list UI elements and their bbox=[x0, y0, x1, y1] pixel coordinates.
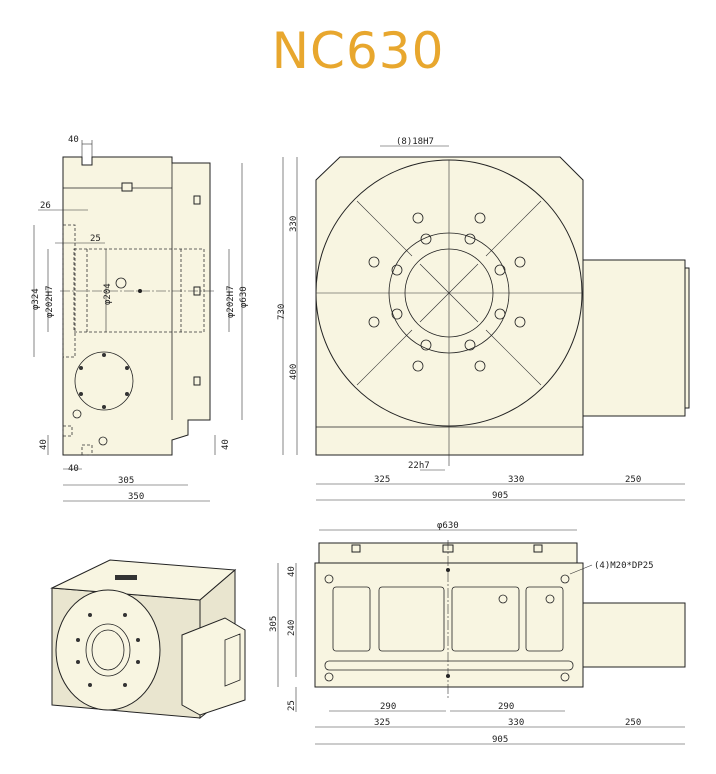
dim-350: 350 bbox=[128, 492, 144, 502]
isometric-view bbox=[50, 559, 246, 720]
bolt-callout: (4)M20*DP25 bbox=[594, 561, 654, 571]
dim-305: 305 bbox=[118, 476, 134, 486]
dim-905-b: 905 bbox=[492, 735, 508, 745]
dim-250: 250 bbox=[625, 475, 641, 485]
dim-325: 325 bbox=[374, 475, 390, 485]
dim-40-br: 40 bbox=[221, 439, 231, 450]
dim-top-40: 40 bbox=[68, 135, 79, 145]
dim-400: 400 bbox=[289, 364, 299, 380]
dim-325-b: 325 bbox=[374, 718, 390, 728]
dim-630: φ630 bbox=[239, 286, 249, 308]
dim-250-b: 250 bbox=[625, 718, 641, 728]
dim-330: 330 bbox=[508, 475, 524, 485]
dim-40-bottom: 40 bbox=[68, 464, 79, 474]
dim-202-left: φ202H7 bbox=[45, 285, 55, 318]
dim-25: 25 bbox=[90, 234, 101, 244]
dim-305-b: 305 bbox=[269, 616, 279, 632]
dim-330-v: 330 bbox=[289, 216, 299, 232]
dim-25-b: 25 bbox=[287, 700, 297, 711]
dim-40-bl: 40 bbox=[39, 439, 49, 450]
dim-202-right: φ202H7 bbox=[226, 285, 236, 318]
dim-905: 905 bbox=[492, 491, 508, 501]
dim-40-b: 40 bbox=[287, 566, 297, 577]
dim-290-left: 290 bbox=[380, 702, 396, 712]
dim-330-b: 330 bbox=[508, 718, 524, 728]
dim-26: 26 bbox=[40, 201, 51, 211]
dim-290-right: 290 bbox=[498, 702, 514, 712]
dim-slot: (8)18H7 bbox=[396, 137, 434, 147]
bottom-view: φ630 (4)M20*DP25 40 305 240 25 290 290 3… bbox=[269, 521, 686, 745]
dim-240: 240 bbox=[287, 620, 297, 636]
dim-204: φ204 bbox=[103, 283, 113, 305]
dim-730: 730 bbox=[277, 304, 287, 320]
dim-key: 22h7 bbox=[408, 461, 430, 471]
dim-630-b: φ630 bbox=[437, 521, 459, 531]
side-view: 40 26 25 φ324 φ202H7 φ204 φ202H7 φ630 40… bbox=[31, 135, 249, 502]
front-view: (8)18H7 330 730 400 22h7 325 330 250 905 bbox=[277, 137, 690, 501]
dim-324: φ324 bbox=[31, 288, 41, 310]
product-title: NC630 bbox=[271, 22, 445, 80]
